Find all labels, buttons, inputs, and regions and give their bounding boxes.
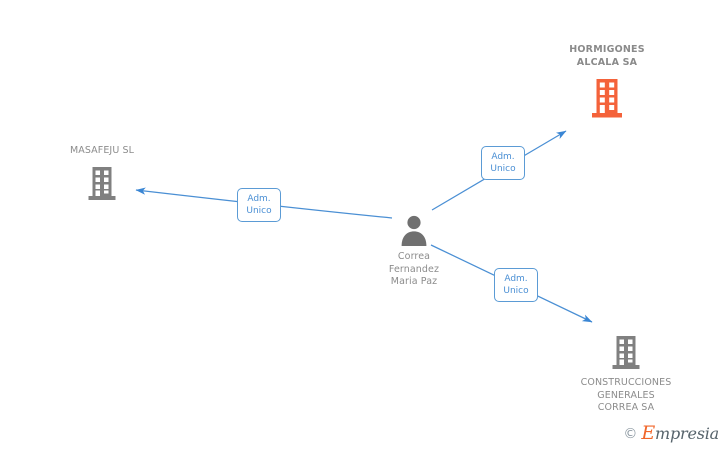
empresia-logo: Empresia [641, 422, 719, 444]
node-person-correa-fernandez-maria-paz[interactable]: Correa Fernandez Maria Paz [354, 214, 474, 289]
copyright-icon: © [623, 425, 638, 442]
node-company-hormigones-alcala[interactable]: HORMIGONES ALCALA SA [547, 44, 667, 119]
node-label-construcciones-generales-correa: CONSTRUCCIONES GENERALES CORREA SA [580, 377, 672, 414]
empresia-logo-initial: E [641, 422, 655, 444]
building-icon [612, 336, 640, 369]
edge-label-adm-unico-hormigones[interactable]: Adm. Unico [481, 146, 525, 180]
node-company-masafeju[interactable]: MASAFEJU SL [42, 145, 162, 202]
empresia-logo-text: mpresia [655, 424, 719, 443]
person-icon [401, 215, 427, 246]
building-icon-highlighted [592, 79, 622, 118]
edge-label-adm-unico-masafeju[interactable]: Adm. Unico [237, 188, 281, 222]
node-label-masafeju: MASAFEJU SL [69, 145, 135, 156]
empresia-watermark: © Empresia [623, 422, 719, 444]
edge-label-adm-unico-construcciones[interactable]: Adm. Unico [494, 268, 538, 302]
building-icon [88, 166, 116, 200]
node-label-hormigones-alcala: HORMIGONES ALCALA SA [569, 44, 645, 68]
node-company-construcciones-generales-correa[interactable]: CONSTRUCCIONES GENERALES CORREA SA [566, 333, 686, 415]
node-label-person-name: Correa Fernandez Maria Paz [388, 251, 440, 288]
